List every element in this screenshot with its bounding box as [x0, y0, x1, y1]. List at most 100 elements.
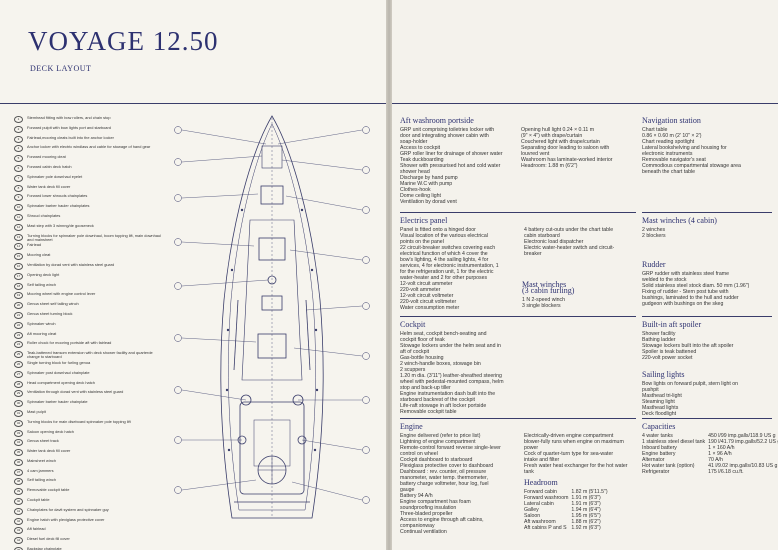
row-value: 1 × 160 A/h [708, 445, 735, 451]
text-line: blower-fully runs when engine on maximum [524, 439, 624, 445]
text-line: Clothes-hook [400, 187, 431, 193]
header-rule-right [392, 103, 778, 104]
text-line: control on wheel [400, 451, 438, 457]
legend-number: 39 [14, 488, 23, 496]
text-line: 2 winch-handle boxes, stowage bin [400, 361, 481, 367]
section-title: Headroom [524, 478, 558, 487]
text-line: 220-volt ammeter [400, 287, 441, 293]
text-line: 4 battery cut-outs under the chart table [524, 227, 614, 233]
text-line: Couchered light with drape/curtain [521, 139, 600, 145]
text-line: Dashboard : rev. counter, oil pressure [400, 469, 487, 475]
text-line: manometer, water temp. thermometer, [400, 475, 488, 481]
legend-text: Diesel fuel deck fill cover [27, 537, 70, 542]
legend-text: Stemhead fitting with bow rollers, and c… [27, 116, 111, 120]
text-line: Ventilation by dorad vent [400, 199, 457, 205]
text-line: Bow lights on forward pulpit, stern ligh… [642, 381, 739, 387]
row-value: 190 l/41.79 imp.galls/52.2 US g [708, 439, 778, 445]
text-line: Remote-control forward reverse single-le… [400, 445, 501, 451]
text-line: 0.86 × 0.60 m (2' 10" × 2') [642, 133, 702, 139]
aft-washroom-col1: GRP unit comprising toiletries locker wi… [400, 127, 515, 205]
legend-number: 26 [14, 360, 23, 368]
legend-item: 19 Mooring wheel with engine control leve… [14, 292, 164, 302]
legend-text: Single turning block for furling genoa [27, 360, 91, 365]
row-label: Lateral cabin [524, 501, 554, 507]
legend-number: 44 [14, 537, 23, 545]
row-value: 1.82 m (5'11.5") [571, 489, 608, 495]
legend-text: Water tank deck fill cover [27, 184, 71, 189]
page-subtitle: DECK LAYOUT [30, 64, 92, 73]
text-line: Fresh water heat exchanger for the hot w… [524, 463, 628, 469]
legend-number: 37 [14, 468, 23, 476]
row-label: Aft washroom [524, 519, 556, 525]
legend-number: 30 [14, 400, 23, 408]
text-line: Commodious compartmental stowage area [642, 163, 741, 169]
text-line: Teak duckboarding [400, 157, 444, 163]
section-title: Rudder [642, 260, 666, 269]
text-line: points on the panel [400, 239, 444, 245]
legend-text: Mooring wheel with engine control lever [27, 292, 96, 297]
row-label: Engine battery [642, 451, 676, 457]
text-line: Visual location of the various electrica… [400, 233, 488, 239]
cockpit-section: Cockpit Helm seat, cockpit bench-seating… [400, 321, 635, 416]
legend-text: Genoa sheet track [27, 439, 59, 444]
deck-plan-drawing [174, 115, 370, 519]
hull-outline [220, 115, 324, 519]
legend-number: 14 [14, 243, 23, 251]
legend-number: 42 [14, 517, 23, 525]
text-line: Engine instrumentation dash built into t… [400, 391, 496, 397]
text-line: Life-raft stowage in aft locker portside [400, 403, 487, 409]
legend-item: 44 Diesel fuel deck fill cover [14, 537, 164, 547]
section-title: Capacities [642, 422, 676, 431]
section-title: Built-in aft spoiler [642, 320, 702, 329]
legend-number: 24 [14, 341, 23, 349]
row-label: 1 stainless steel diesel tank [642, 439, 706, 445]
row-value: 1.94 m (6'4") [571, 507, 601, 513]
text-line: Access to cockpit [400, 145, 441, 151]
legend-number: 19 [14, 292, 23, 300]
text-line: 1.20 m dia. (3'11") leather-sheathed ste… [400, 373, 502, 379]
legend-text: Self tailing winch [27, 282, 56, 287]
text-line: 1 N 2-speed winch [522, 297, 565, 303]
legend-text: Backstay chainplate [27, 547, 62, 550]
section-title: Mast winches [522, 280, 567, 289]
row-value: 70 A/h [708, 457, 723, 463]
legend-number: 45 [14, 547, 23, 550]
legend-number: 2 [14, 125, 23, 133]
row-value: 1.92 m (6'3") [571, 525, 601, 531]
legend-number: 28 [14, 380, 23, 388]
text-line: Removable navigator's seat [642, 157, 706, 163]
legend-number: 8 [14, 184, 23, 192]
text-line: 220-volt power socket [642, 355, 693, 361]
sailing-lights-section: Sailing lights Bow lights on forward pul… [642, 371, 772, 418]
text-line: door and integrating shower cabin with [400, 133, 489, 139]
page-title: VOYAGE 12.50 [28, 26, 219, 56]
legend-text: Opening deck light [27, 272, 60, 277]
aft-washroom-col2: Opening hull light 0.24 × 0.11 m(9" × 4"… [521, 127, 635, 205]
text-line: Shower with pressurised hot and cold wat… [400, 163, 501, 169]
text-line: louvred vent [521, 151, 550, 157]
text-line: bow's lighting, 4 the sailing lights, 4 … [400, 257, 489, 263]
electrics-col2: 4 battery cut-outs under the chart table… [524, 227, 635, 311]
legend-text: Removable cockpit table [27, 488, 70, 493]
row-label: Saloon [524, 513, 541, 519]
legend-number: 20 [14, 302, 23, 310]
legend-item: 8 Water tank deck fill cover [14, 184, 164, 195]
text-line: Fixing of rudder - Stern post tube with [642, 289, 729, 295]
legend-text: Turning blocks for main diseboard spinna… [27, 419, 131, 424]
